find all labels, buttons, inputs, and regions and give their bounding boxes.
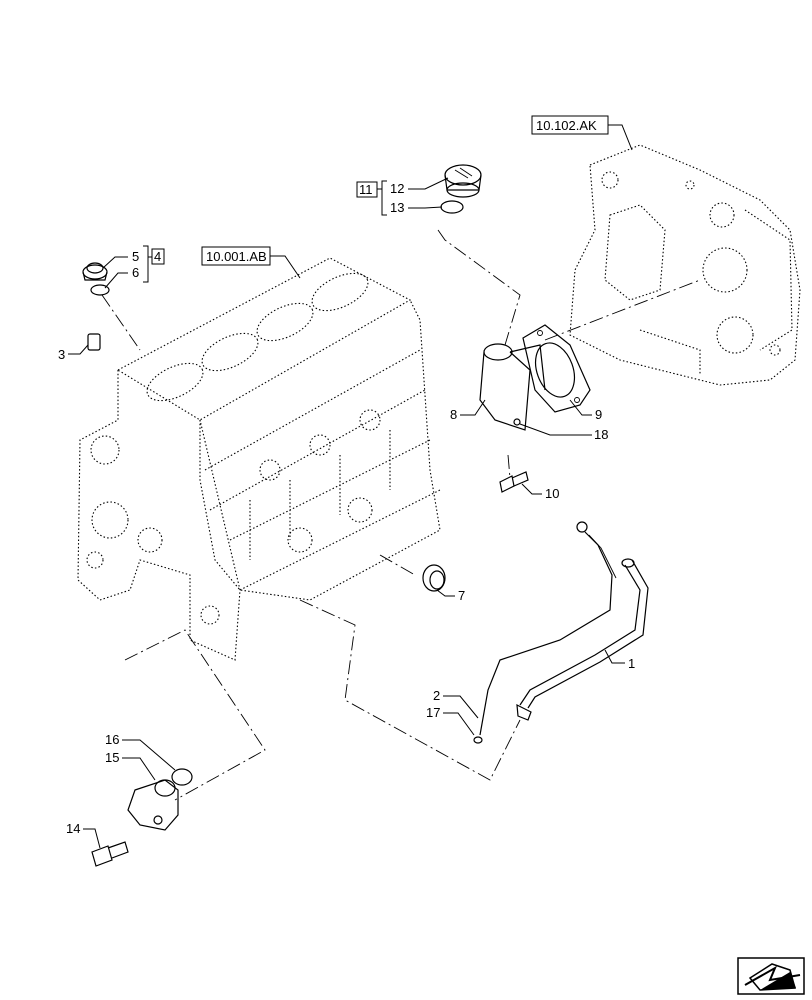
callout-15: 15: [105, 750, 119, 765]
part-9-gasket[interactable]: [522, 324, 591, 413]
callout-8: 8: [450, 407, 457, 422]
engine-block: [77, 257, 441, 661]
callout-7: 7: [458, 588, 465, 603]
part-17-o-ring[interactable]: [473, 736, 483, 744]
part-3-screw[interactable]: [87, 333, 101, 351]
next-page-arrow-icon[interactable]: [737, 957, 805, 995]
assembly-lines: [101, 229, 701, 801]
part-13-seal-ring[interactable]: [440, 200, 464, 214]
callout-14: 14: [66, 821, 80, 836]
callout-1: 1: [628, 656, 635, 671]
block-reference[interactable]: 10.001.AB: [201, 246, 301, 279]
housing-reference[interactable]: 10.102.AK: [531, 115, 633, 151]
part-8-filler-neck[interactable]: [479, 343, 546, 431]
callout-6: 6: [132, 265, 139, 280]
housing-reference-label: 10.102.AK: [536, 118, 597, 133]
callout-9: 9: [595, 407, 602, 422]
callout-2: 2: [433, 688, 440, 703]
part-14-bolt[interactable]: [91, 841, 129, 867]
part-10-bolt[interactable]: [499, 471, 529, 493]
part-1-dipstick-tube[interactable]: [516, 558, 649, 721]
part-5-plug[interactable]: [82, 262, 108, 281]
block-reference-label: 10.001.AB: [206, 249, 267, 264]
callout-18: 18: [594, 427, 608, 442]
part-15-cover[interactable]: [127, 779, 179, 831]
callout-4: 4: [154, 249, 161, 264]
timing-housing: [569, 144, 801, 386]
part-6-o-ring[interactable]: [90, 284, 110, 296]
callout-16: 16: [105, 732, 119, 747]
callout-12: 12: [390, 181, 404, 196]
callout-13: 13: [390, 200, 404, 215]
callouts: 1 2 17 3 5 6 4 7 8 9 18 10: [58, 177, 635, 849]
callout-17: 17: [426, 705, 440, 720]
part-2-dipstick[interactable]: [479, 521, 617, 736]
part-16-o-ring[interactable]: [171, 768, 193, 786]
callout-10: 10: [545, 486, 559, 501]
part-7-ring[interactable]: [422, 564, 446, 592]
callout-3: 3: [58, 347, 65, 362]
part-12-filler-cap[interactable]: [444, 164, 482, 198]
callout-5: 5: [132, 249, 139, 264]
callout-11: 11: [359, 182, 373, 197]
